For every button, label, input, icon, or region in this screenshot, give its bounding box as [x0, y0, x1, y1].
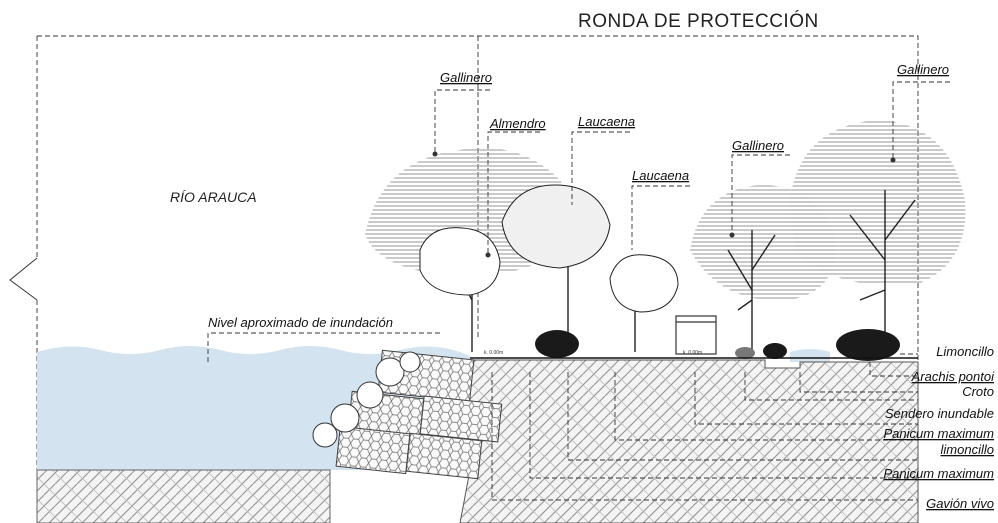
legend-leaders	[491, 353, 918, 501]
flood-level-label: Nivel aproximado de inundación	[208, 315, 393, 330]
dimension-note-1: k. 0.00m	[484, 350, 503, 356]
water-right-pool	[790, 349, 830, 362]
tree-label-laucaena-1: Laucaena	[578, 114, 635, 129]
legend-gavion-vivo: Gavión vivo	[926, 496, 994, 511]
legend-arachis-pontoi: Arachis pontoi	[911, 369, 995, 384]
bank-soil	[459, 359, 919, 523]
tree-leaders	[207, 81, 950, 362]
tree-label-almendro: Almendro	[489, 116, 546, 131]
legend-panicum-maximum-2: Panicum maximum	[883, 466, 994, 481]
legend-panicum-maximum-1: Panicum maximum	[883, 426, 994, 441]
tree-label-gallinero-right: Gallinero	[897, 62, 949, 77]
ground-shrubs	[535, 329, 900, 361]
tree-canopies	[365, 120, 966, 301]
legend-sendero-inundable: Sendero inundable	[885, 406, 994, 421]
break-symbol	[9, 257, 38, 301]
tree-foliage	[419, 184, 679, 313]
gabion-vegetation	[312, 351, 421, 448]
dimension-note-2: k. 0.00m	[683, 350, 702, 356]
tree-label-gallinero-left: Gallinero	[440, 70, 492, 85]
tree-label-gallinero-mid: Gallinero	[732, 138, 784, 153]
legend-limoncillo: Limoncillo	[936, 344, 994, 359]
legend-limoncillo-2: limoncillo	[941, 442, 994, 457]
river-label: RÍO ARAUCA	[170, 189, 257, 205]
riverbed-soil	[36, 469, 331, 523]
legend-croto: Croto	[962, 384, 994, 399]
page-title: RONDA DE PROTECCIÓN	[578, 10, 819, 32]
tree-label-laucaena-2: Laucaena	[632, 168, 689, 183]
pergola	[675, 315, 717, 355]
